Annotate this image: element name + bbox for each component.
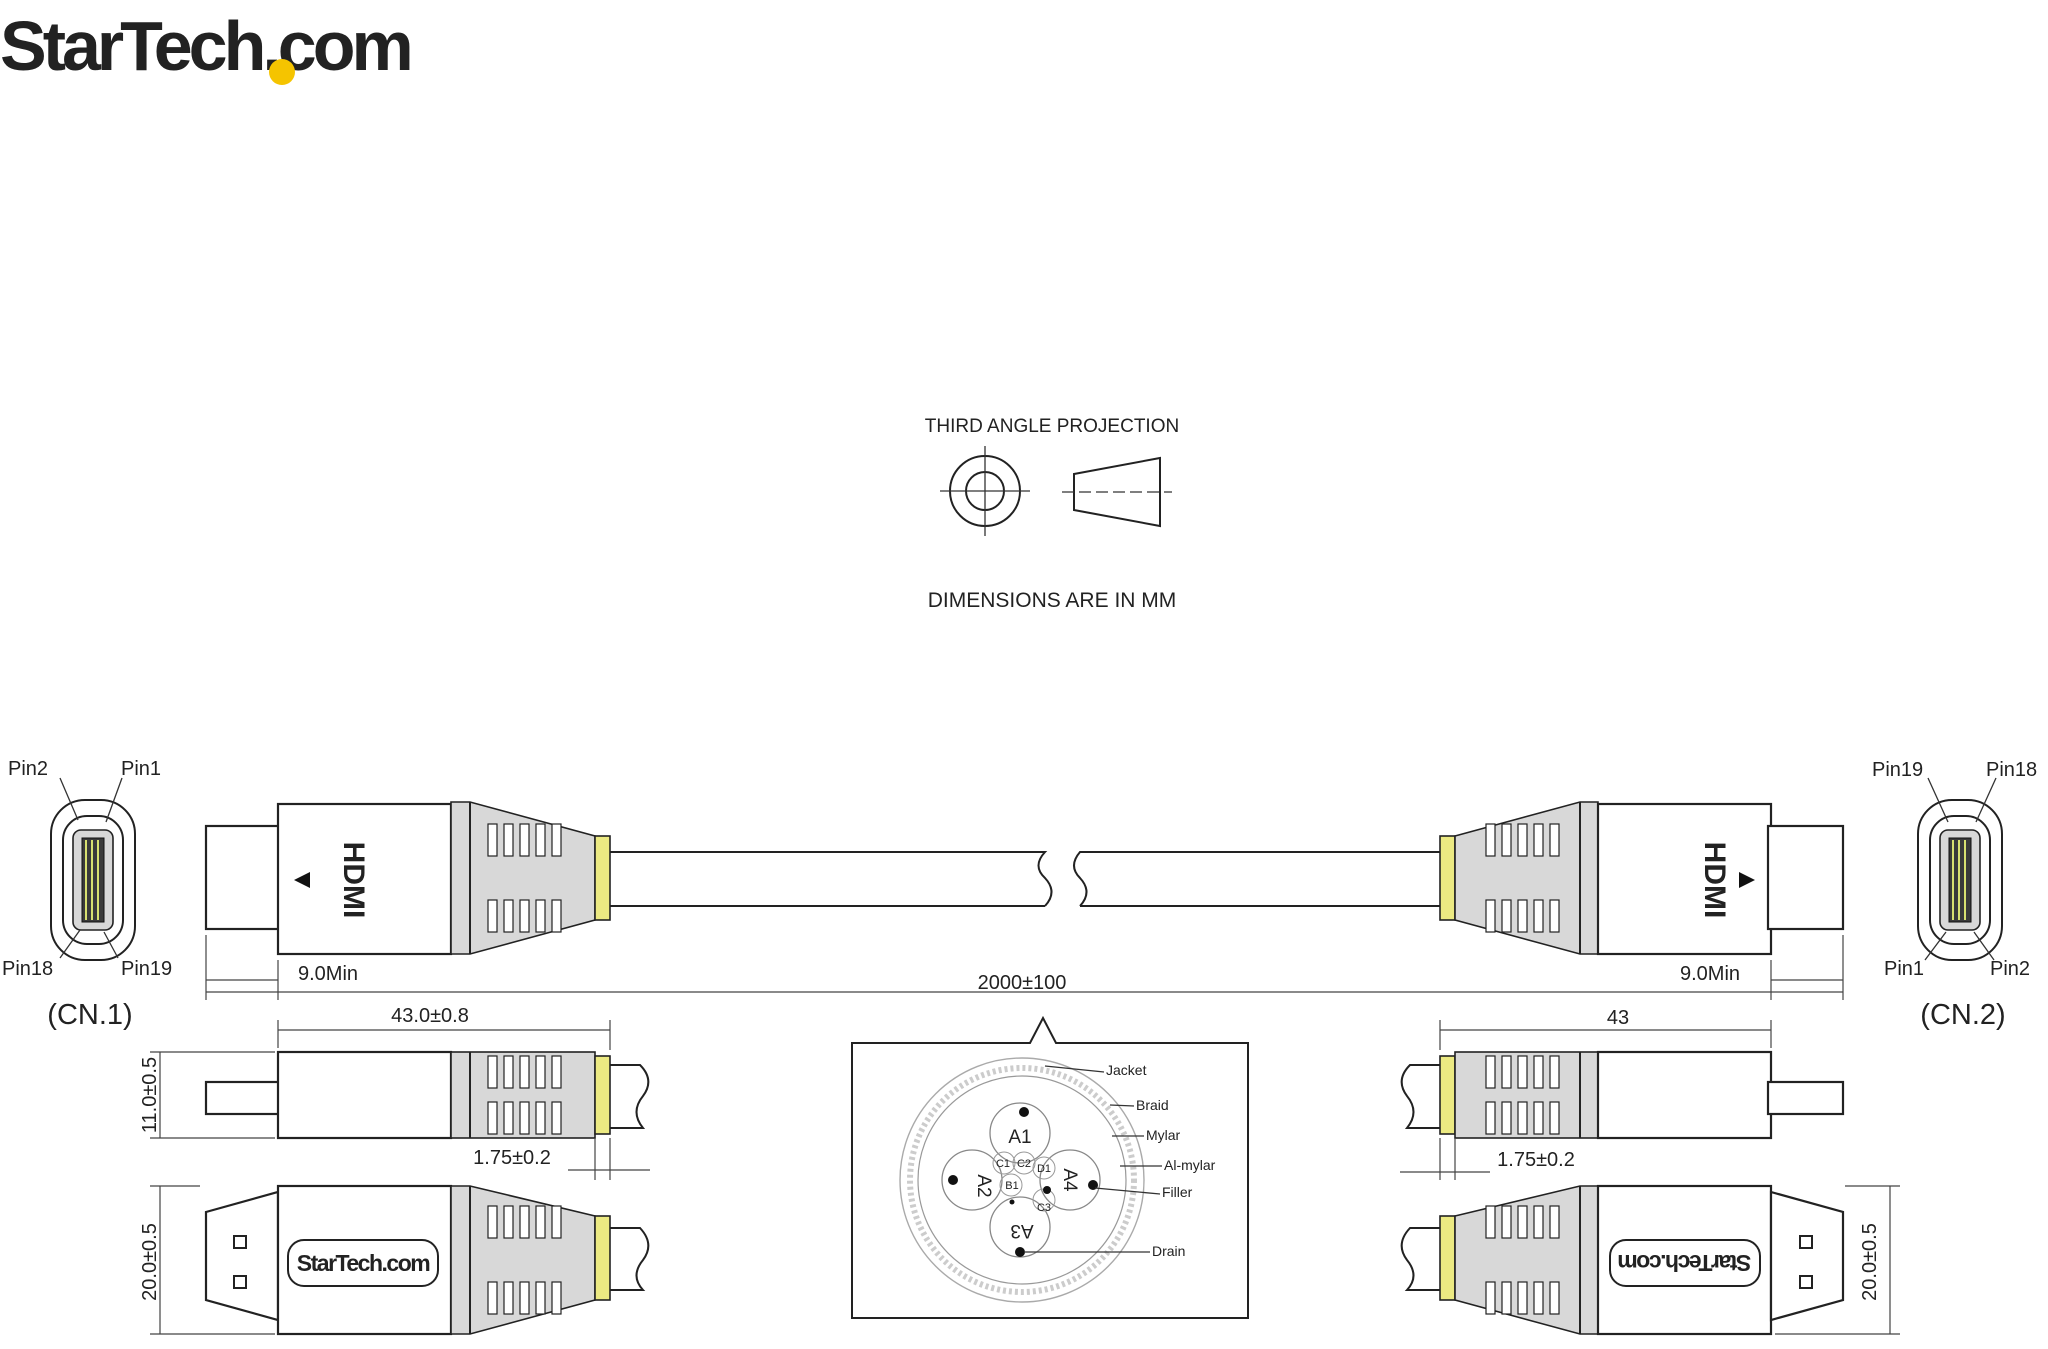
strain-relief-top-left [450, 1185, 611, 1335]
pair-label: A3 [1010, 1220, 1033, 1241]
plug-logo-left: StarTech.com [297, 1250, 430, 1276]
pin-label: Pin2 [8, 758, 48, 780]
dim-head-length-right: 43 [1607, 1007, 1629, 1029]
pin-label: Pin18 [2, 958, 53, 980]
layer-label: Al-mylar [1164, 1157, 1216, 1173]
dim-height-top-right: 20.0±0.5 [1859, 1223, 1881, 1301]
braid-circle [907, 1065, 1137, 1295]
plug-tip-right [1766, 824, 1845, 931]
plug-tip-left [204, 824, 283, 931]
connector-face-left: Pin2 Pin1 Pin18 Pin19 (CN.1) [2, 758, 172, 1031]
layer-label: Mylar [1146, 1127, 1181, 1143]
pin-label: Pin2 [1990, 958, 2030, 980]
core-label: C3 [1037, 1202, 1051, 1214]
layer-label: Jacket [1106, 1062, 1147, 1078]
units-note: DIMENSIONS ARE IN MM [928, 589, 1177, 612]
strain-relief-top-right [1439, 1185, 1599, 1335]
dim-min-left: 9.0Min [298, 963, 358, 985]
side-view-left: 43.0±0.8 11.0±0.5 1.75±0.2 [139, 1005, 650, 1180]
dim-total-length: 2000±100 [978, 972, 1067, 994]
pair-label: A1 [1008, 1127, 1031, 1148]
pin-label: Pin18 [1986, 759, 2037, 781]
hdmi-mark: HDMI [1698, 842, 1731, 919]
core-label: D1 [1037, 1163, 1051, 1175]
boot-ring-right [1439, 835, 1456, 921]
top-view-right: StarTech.com 20.0±0.5 [1400, 1184, 1900, 1336]
side-view-right: 43 1.75±0.2 [1400, 1007, 1845, 1180]
core-label: C1 [996, 1158, 1010, 1170]
logo-text: StarTech.com [0, 7, 410, 85]
pin-label: Pin1 [121, 758, 161, 780]
dim-height-top-left: 20.0±0.5 [139, 1223, 161, 1301]
cross-section-callout: A1 A2 A3 A4 C1 C2 D1 B1 C3 Jacket Braid … [851, 1015, 1249, 1319]
connector-face-right: Pin19 Pin18 Pin1 Pin2 (CN.2) [1872, 759, 2037, 1031]
dim-min-right: 9.0Min [1680, 963, 1740, 985]
main-cable-view: HDMI HDMI [204, 801, 1845, 1000]
logo-dot-icon [269, 59, 295, 85]
startech-logo: StarTech.com [0, 7, 414, 85]
boot-ring-left [594, 835, 611, 921]
connector-caption: (CN.2) [1920, 999, 2005, 1031]
jacket-circle [899, 1057, 1145, 1303]
pin-label: Pin19 [1872, 759, 1923, 781]
connector-caption: (CN.1) [47, 999, 132, 1031]
strain-relief-right [1439, 801, 1599, 955]
pair-label: A4 [1059, 1168, 1080, 1192]
layer-label: Filler [1162, 1184, 1193, 1200]
strain-relief-left [450, 801, 611, 955]
arrow-icon [1739, 872, 1755, 888]
layer-label: Braid [1136, 1097, 1169, 1113]
mylar-circle [917, 1075, 1127, 1285]
plug-logo-right: StarTech.com [1618, 1250, 1751, 1276]
top-view-left: StarTech.com 20.0±0.5 [139, 1184, 650, 1336]
dim-ring-left: 1.75±0.2 [473, 1147, 551, 1169]
pair-label: A2 [973, 1174, 994, 1197]
dim-head-length-left: 43.0±0.8 [391, 1005, 469, 1027]
pin-label: Pin19 [121, 958, 172, 980]
dim-ring-right: 1.75±0.2 [1497, 1149, 1575, 1171]
dim-height-side: 11.0±0.5 [139, 1057, 161, 1133]
projection-label: THIRD ANGLE PROJECTION [925, 416, 1179, 437]
core-label: C2 [1017, 1158, 1031, 1170]
pin-label: Pin1 [1884, 958, 1924, 980]
hdmi-mark: HDMI [337, 842, 370, 919]
arrow-icon [294, 872, 310, 888]
projection-frustum-icon [1073, 456, 1161, 528]
core-label: B1 [1005, 1180, 1018, 1192]
projection-block: THIRD ANGLE PROJECTION DIMENSIONS ARE IN… [925, 416, 1179, 612]
layer-label: Drain [1152, 1243, 1185, 1259]
